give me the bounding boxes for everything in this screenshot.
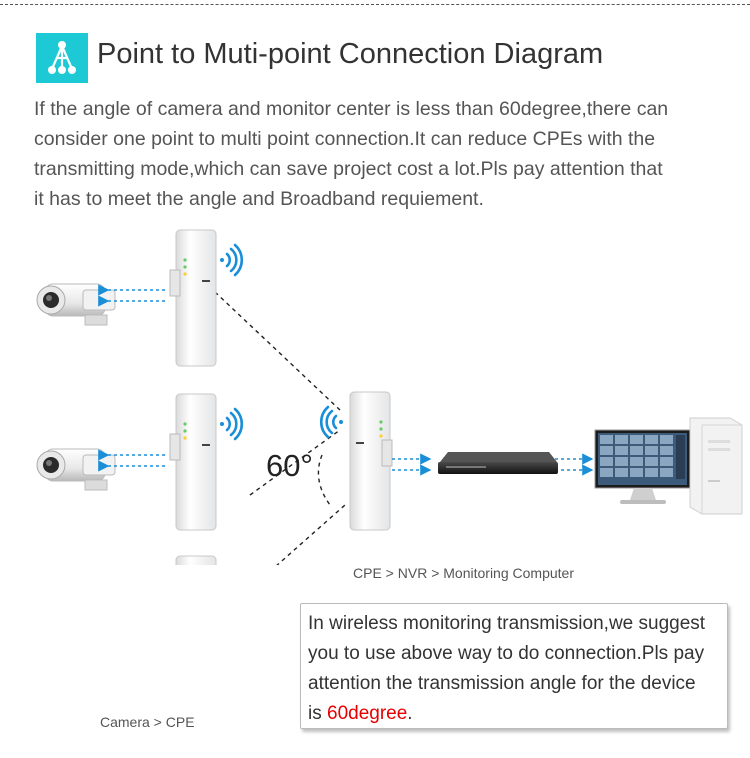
signal-icon bbox=[220, 407, 244, 441]
angle-label: 60° bbox=[266, 448, 313, 483]
top-dashed-rule bbox=[0, 4, 750, 5]
page-title: Point to Muti-point Connection Diagram bbox=[97, 38, 604, 70]
signal-icon bbox=[220, 243, 244, 277]
intro-line: it has to meet the angle and Broadband r… bbox=[34, 188, 484, 210]
camera-2 bbox=[36, 448, 116, 491]
nvr-device bbox=[438, 452, 558, 474]
connection-diagram: 60° bbox=[36, 229, 743, 565]
caption-cpe-nvr-computer: CPE > NVR > Monitoring Computer bbox=[353, 565, 574, 581]
note-line: attention the transmission angle for the… bbox=[308, 673, 696, 694]
note-line: is bbox=[308, 703, 327, 724]
caption-camera-cpe: Camera > CPE bbox=[100, 714, 195, 730]
camera-cpe-arrows bbox=[98, 284, 165, 472]
note-line-end: . bbox=[407, 703, 413, 724]
intro-line: transmitting mode,which can save project… bbox=[34, 158, 663, 180]
intro-paragraph: If the angle of camera and monitor cente… bbox=[34, 94, 724, 214]
cpe-device-3 bbox=[175, 555, 217, 565]
signal-icon bbox=[319, 405, 343, 439]
nvr-link-arrows bbox=[392, 453, 594, 476]
intro-line: consider one point to multi point connec… bbox=[34, 128, 656, 150]
suggestion-note-box: In wireless monitoring transmission,we s… bbox=[300, 603, 728, 729]
cpe-device-1 bbox=[169, 229, 217, 367]
note-line: you to use above way to do connection.Pl… bbox=[308, 643, 705, 664]
note-line: In wireless monitoring transmission,we s… bbox=[308, 613, 706, 634]
camera-1 bbox=[36, 283, 116, 326]
intro-line: If the angle of camera and monitor cente… bbox=[34, 98, 669, 120]
network-hierarchy-icon bbox=[36, 33, 88, 83]
note-highlight: 60degree bbox=[327, 703, 408, 724]
cpe-device-2 bbox=[169, 393, 217, 531]
cpe-device-center bbox=[349, 391, 393, 531]
wireless-link-lines bbox=[214, 291, 346, 565]
monitoring-computer bbox=[594, 417, 743, 515]
